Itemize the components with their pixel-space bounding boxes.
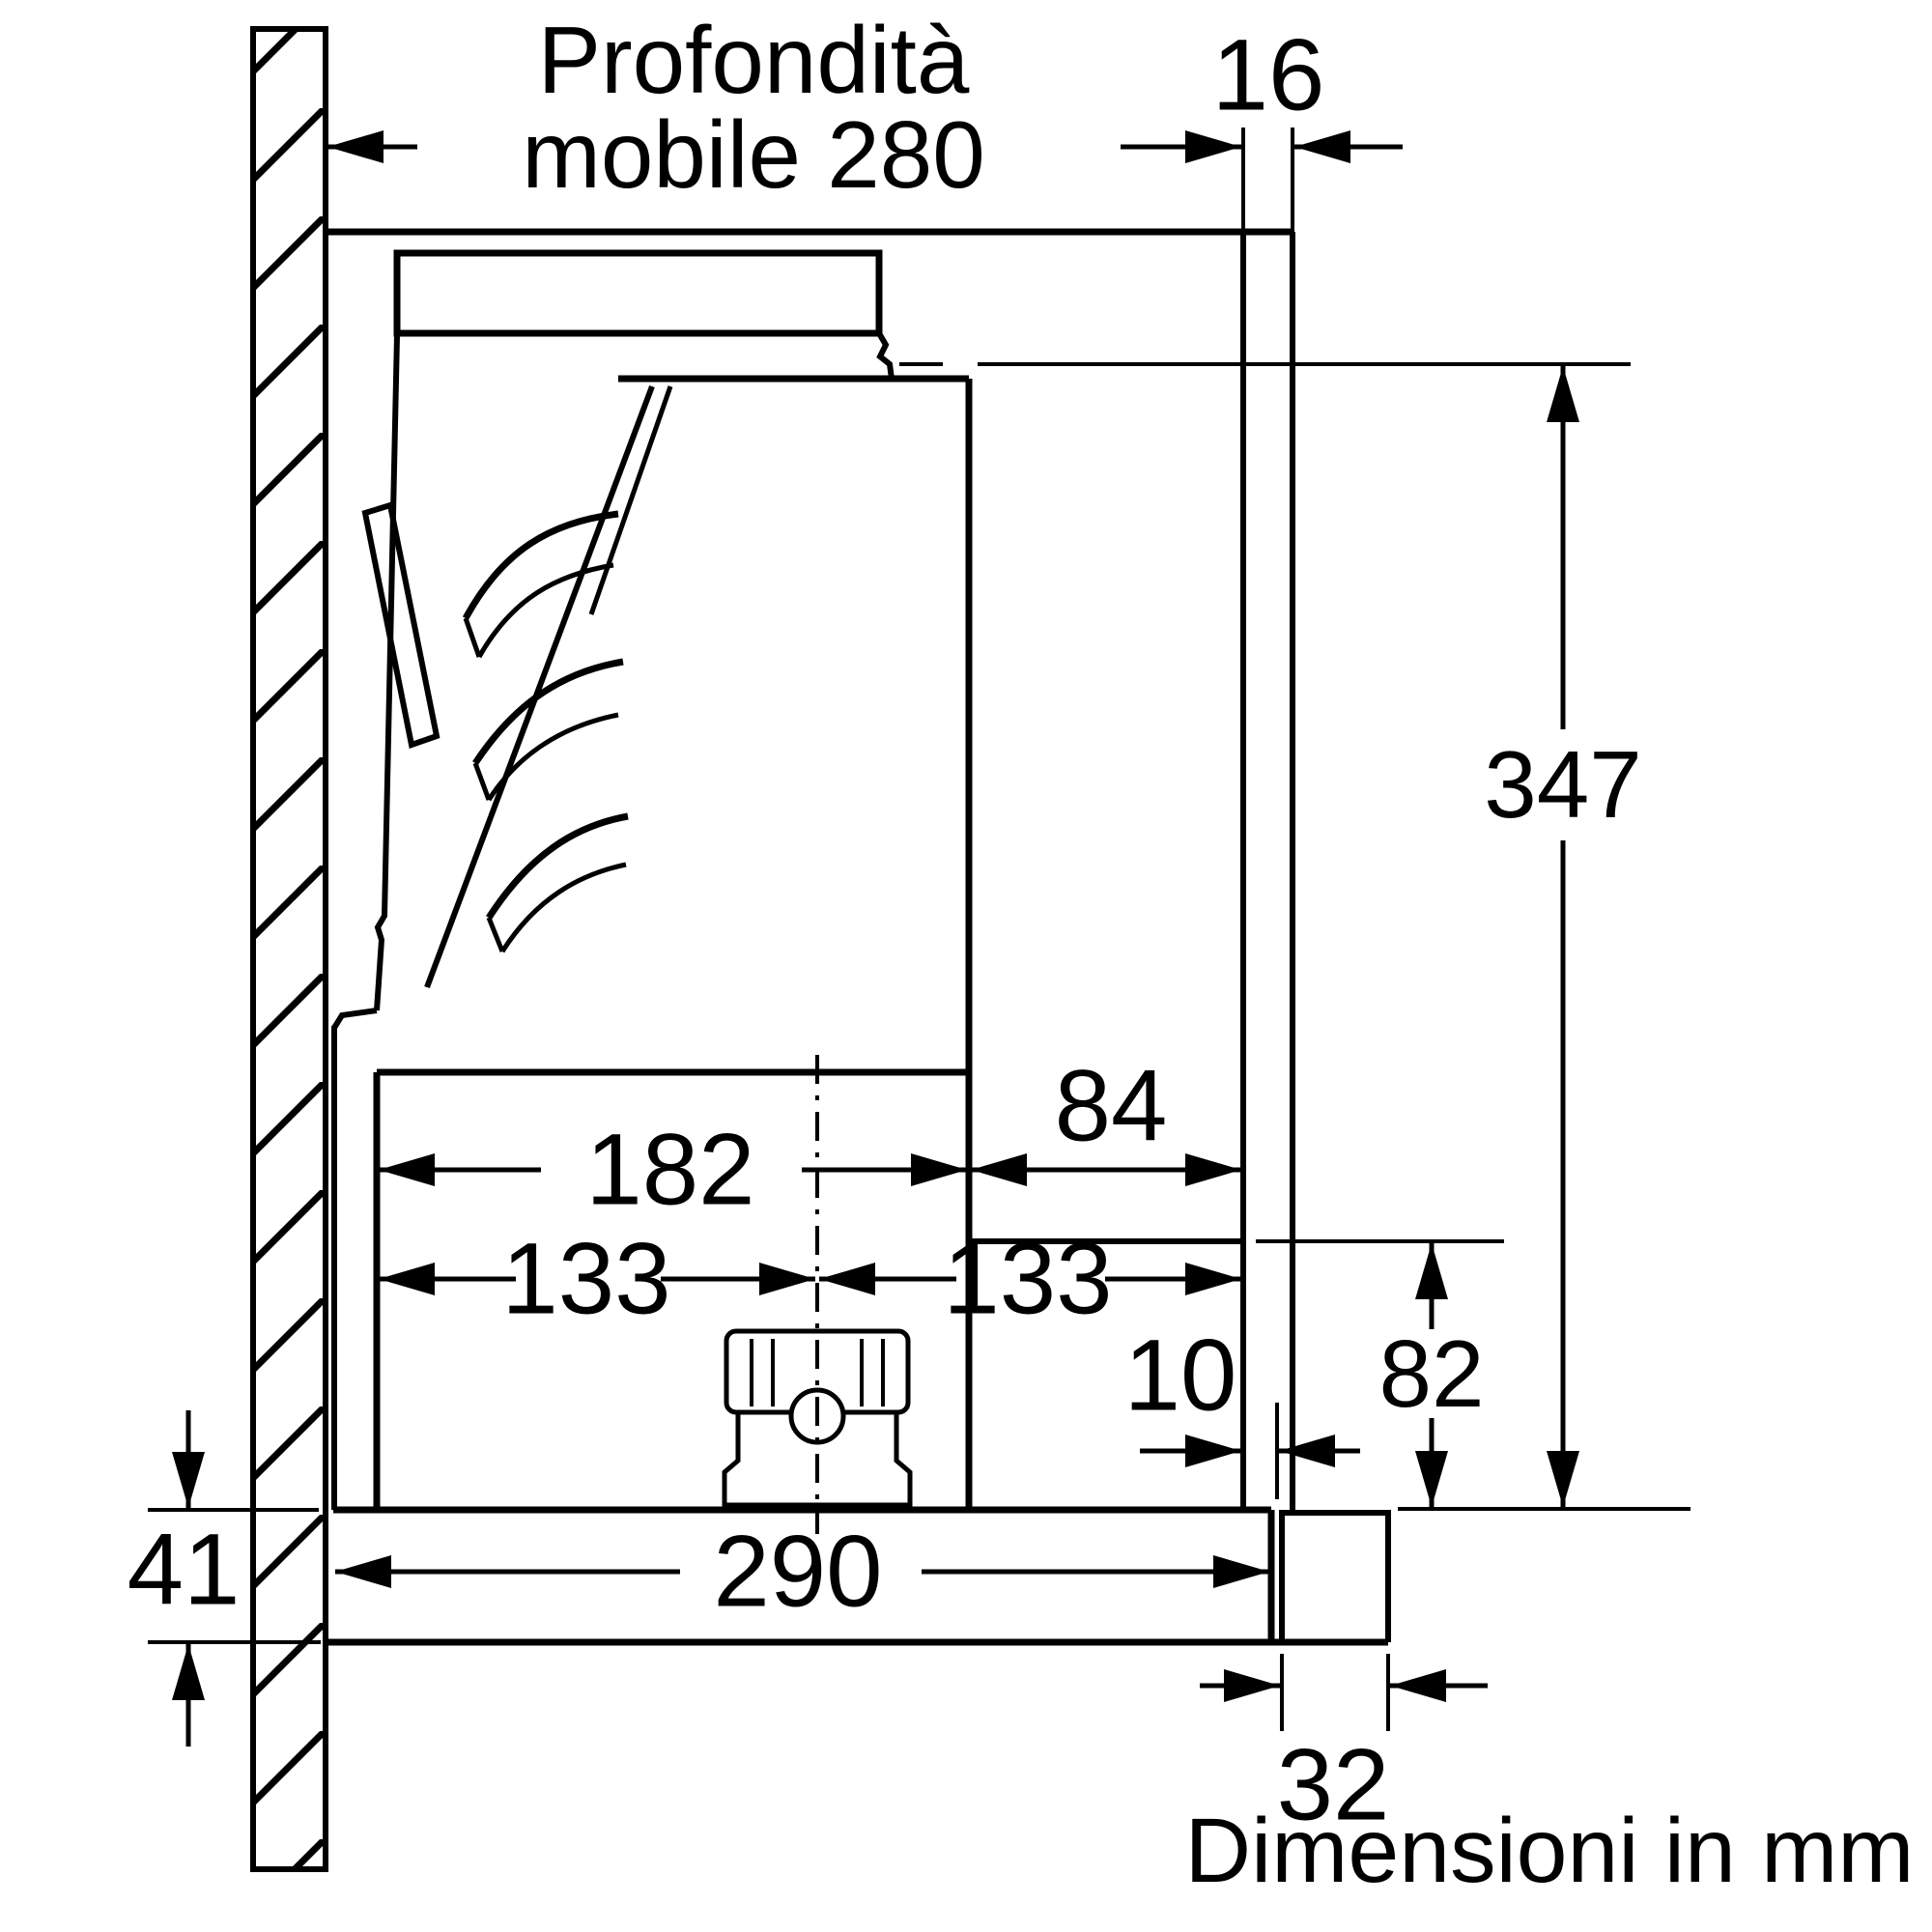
- flap-vane-1-tip: [463, 617, 482, 658]
- hood-body: [331, 249, 1243, 1510]
- wall-hatch-fill: [253, 29, 326, 1869]
- connector-ribs: [750, 1339, 885, 1406]
- flap-vane-1-bottom: [476, 562, 614, 659]
- chimney-front-slant: [424, 384, 655, 989]
- wall-section: [250, 26, 328, 1872]
- dim-133-right: 133: [943, 1223, 1112, 1336]
- duct-housing: [393, 249, 883, 337]
- flap-vane-2-tip: [472, 762, 492, 801]
- dim-84: 84: [1055, 1050, 1168, 1163]
- dim-10: 10: [1124, 1320, 1237, 1433]
- dim-133-left: 133: [501, 1223, 670, 1336]
- duct-notch: [876, 331, 895, 380]
- chimney-back-line: [374, 334, 400, 1011]
- handle-strip: [1279, 1510, 1391, 1642]
- base-plate: [326, 1506, 1391, 1646]
- dimension-arrows: [172, 130, 1579, 1747]
- dim-182: 182: [585, 1114, 754, 1227]
- connector-skirt: [722, 1412, 913, 1508]
- dim-32: 32: [1277, 1729, 1390, 1842]
- flap-vane-3-top: [486, 812, 629, 920]
- wall-outline: [250, 26, 328, 1872]
- depth-label-line2: mobile 280: [522, 101, 984, 208]
- dim-82: 82: [1378, 1321, 1484, 1427]
- extension-lines: [148, 362, 1690, 1731]
- chimney-foot: [331, 1008, 378, 1030]
- flap-vane-2-top: [472, 658, 624, 765]
- dim-290: 290: [713, 1516, 882, 1629]
- flap-vane-1-top: [462, 510, 619, 620]
- dim-16: 16: [1212, 19, 1325, 132]
- wall-flap: [361, 501, 440, 749]
- flap-vane-3-tip: [486, 917, 505, 952]
- depth-label-line1: Profondità: [538, 7, 970, 113]
- chimney-front-slant-2: [588, 385, 673, 615]
- units-note: Dimensioni in mm: [1185, 1800, 1915, 1902]
- flap-vane-2-bottom: [486, 712, 619, 802]
- cabinet-structure: [326, 128, 1295, 1510]
- dim-347: 347: [1484, 731, 1642, 838]
- flap-vane-3-bottom: [499, 862, 627, 953]
- dim-41: 41: [128, 1514, 241, 1627]
